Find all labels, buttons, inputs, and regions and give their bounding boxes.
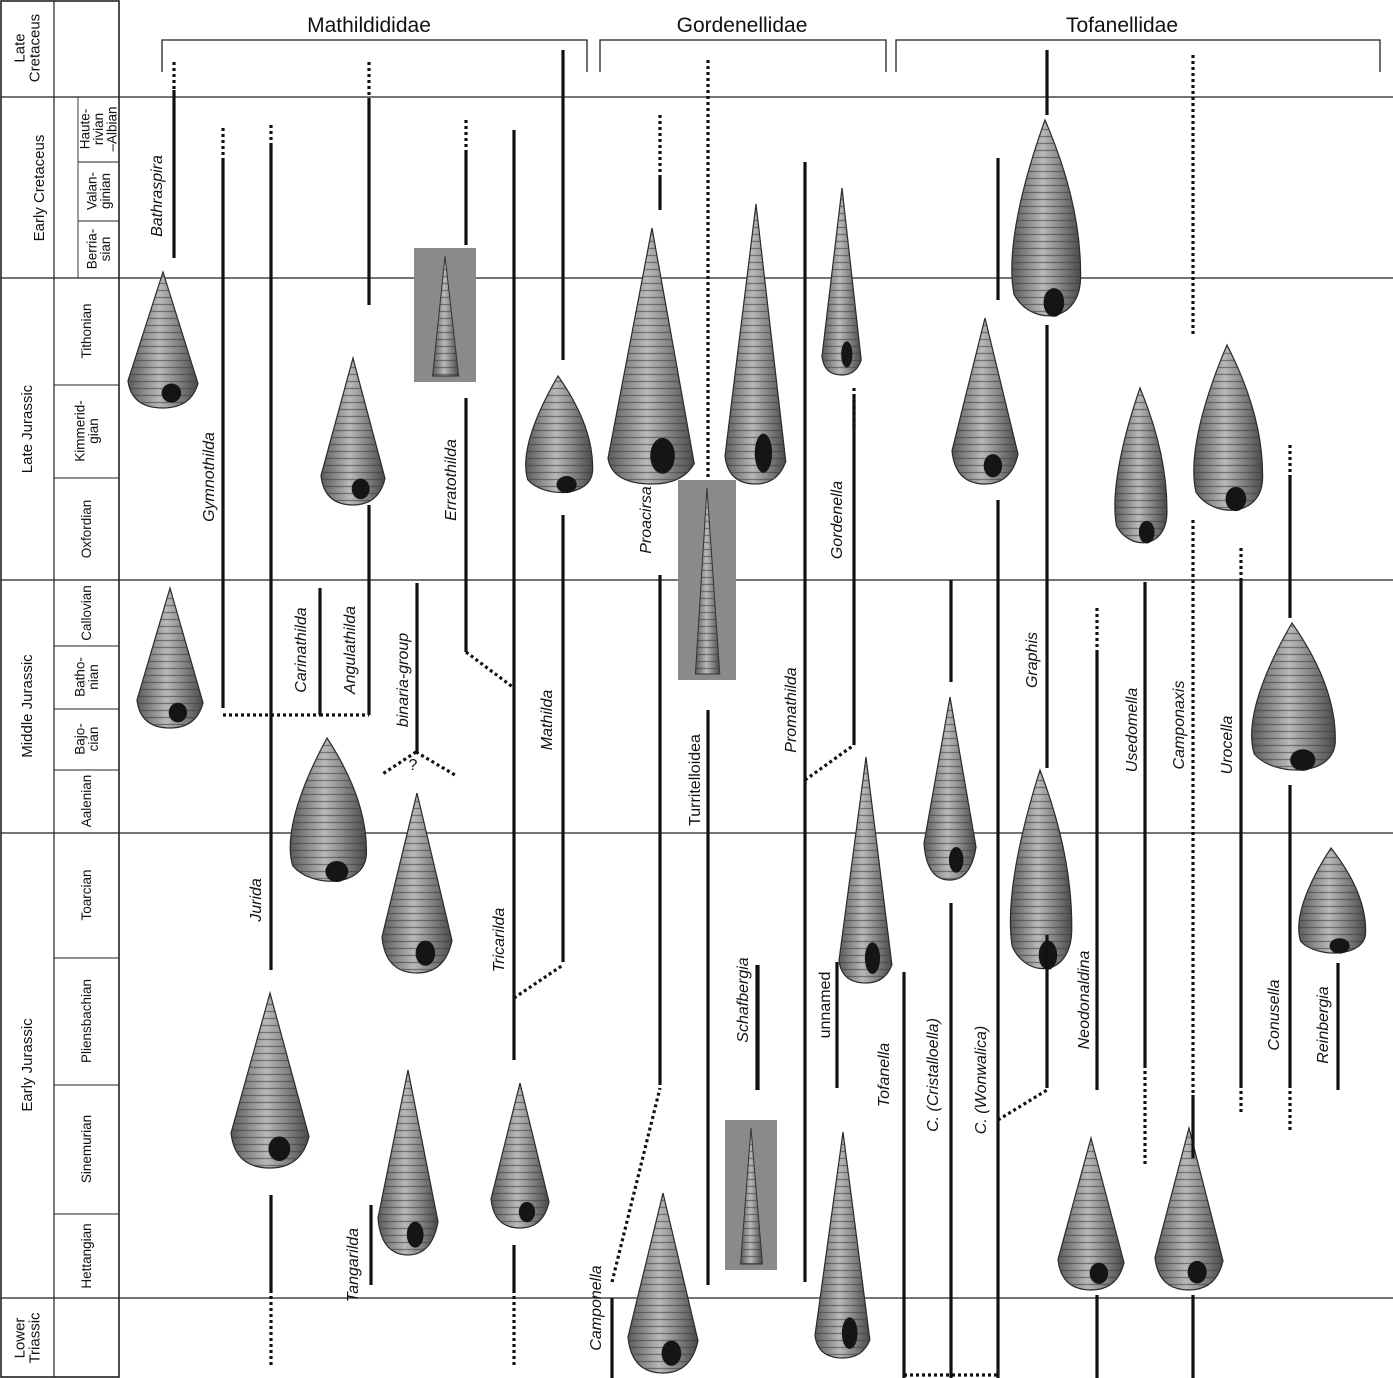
stage-label-haute-rivian-albian: Haute-rivian–Albian — [78, 106, 120, 151]
family-bracket-tofanellidae — [896, 40, 1380, 72]
taxon-label-conusella: Conusella — [1266, 979, 1283, 1050]
family-headers: Mathildididae Gordenellidae Tofanellidae — [162, 14, 1380, 72]
fossil-shell-image-28 — [1155, 1128, 1223, 1290]
fossil-shell-image-25 — [1252, 623, 1336, 771]
fossil-shell-image-7 — [382, 793, 452, 973]
fossil-shell-image-14 — [628, 1193, 698, 1373]
fossil-shell-image-26 — [1299, 848, 1366, 954]
taxon-label-tangarilda: Tangarilda — [345, 1228, 362, 1302]
fossil-shell-image-9 — [491, 1083, 549, 1228]
period-label-late-jurassic: Late Jurassic — [19, 384, 36, 473]
stage-label-callovian: Callovian — [79, 585, 94, 641]
taxon-label-promathilda: Promathilda — [783, 667, 800, 752]
stage-label-batho-nian: Batho-nian — [72, 657, 101, 697]
taxon-label-proacirsa: Proacirsa — [638, 486, 655, 554]
fossil-shell-image-13 — [678, 480, 736, 680]
fossil-shell-image-3 — [231, 993, 309, 1168]
taxon-label-carinathilda: Carinathilda — [293, 607, 310, 692]
fossil-shell-image-2 — [137, 588, 203, 728]
fossil-shell-image-15 — [725, 1120, 777, 1270]
taxon-label-c-cristalloella: C. (Cristalloella) — [925, 1018, 942, 1132]
fossil-shell-image-19 — [952, 318, 1018, 484]
taxon-label-c-wonwalica: C. (Wonwalica) — [973, 1026, 990, 1134]
taxon-label-camponella: Camponella — [588, 1265, 605, 1350]
fossil-shell-image-1 — [128, 272, 198, 408]
taxon-label-tofanella: Tofanella — [876, 1043, 893, 1107]
family-bracket-gordenellidae — [600, 40, 886, 72]
range-connector-dotted-26 — [805, 745, 854, 780]
stage-label-sinemurian: Sinemurian — [79, 1115, 94, 1183]
period-label-early-jurassic: Early Jurassic — [19, 1018, 36, 1112]
stage-label-hettangian: Hettangian — [79, 1223, 94, 1288]
taxon-label-turritelloidea: Turritelloidea — [687, 734, 704, 826]
taxon-label-erratothilda: Erratothilda — [443, 439, 460, 521]
taxon-label-jurida: Jurida — [248, 878, 265, 923]
stage-label-berria-sian: Berria-sian — [84, 229, 113, 270]
taxon-label-angulathilda: Angulathilda — [342, 606, 359, 695]
period-label-lower-triassic: LowerTriassic — [12, 1312, 44, 1364]
period-label-late-cretaceus: LateCretaceus — [12, 14, 44, 82]
stage-label-kimmerid-gian: Kimmerid-gian — [72, 400, 101, 462]
taxon-label-: ? — [409, 757, 418, 774]
family-label-tofanellidae: Tofanellidae — [1066, 14, 1178, 37]
fossil-shell-image-17 — [839, 757, 892, 983]
fossil-shell-image-27 — [1058, 1138, 1124, 1290]
fossil-shell-image-23 — [1115, 388, 1167, 544]
taxon-label-gymnothilda: Gymnothilda — [201, 432, 218, 522]
family-label-mathildididae: Mathildididae — [307, 14, 431, 37]
range-connector-dotted-23 — [416, 752, 455, 775]
fossil-shell-image-20 — [924, 697, 976, 880]
taxon-label-usedomella: Usedomella — [1124, 688, 1141, 773]
taxon-label-tricarilda: Tricarilda — [491, 908, 508, 973]
stage-label-valan-ginian: Valan-ginian — [84, 172, 113, 210]
stage-label-oxfordian: Oxfordian — [79, 500, 94, 559]
taxon-label-binaria-group: binaria-group — [395, 633, 412, 727]
range-connector-dotted-21 — [466, 652, 514, 688]
period-label-early-cretaceus: Early Cretaceus — [31, 135, 48, 242]
range-connector-dotted-24 — [514, 965, 563, 998]
taxon-label-gordenella: Gordenella — [829, 481, 846, 559]
fossil-shell-image-18 — [815, 1132, 870, 1358]
taxon-label-bathraspira: Bathraspira — [149, 155, 166, 237]
stage-labels: Haute-rivian–AlbianValan-ginianBerria-si… — [72, 106, 119, 1288]
stage-label-tithonian: Tithonian — [79, 303, 94, 358]
fossil-shell-image-22 — [1010, 770, 1071, 970]
taxon-label-graphis: Graphis — [1024, 632, 1041, 688]
family-label-gordenellidae: Gordenellidae — [677, 14, 808, 37]
taxon-label-mathilda: Mathilda — [539, 690, 556, 751]
fossil-shell-image-24 — [1194, 345, 1263, 511]
stage-label-pliensbachian: Pliensbachian — [79, 979, 94, 1063]
family-bracket-mathildididae — [162, 40, 587, 72]
stage-label-toarcian: Toarcian — [79, 869, 94, 920]
fossil-shell-image-10 — [526, 376, 593, 493]
taxon-label-camponaxis: Camponaxis — [1171, 681, 1188, 770]
fossil-shell-image-5 — [290, 738, 366, 882]
fossil-shell-image-21 — [1012, 120, 1081, 317]
taxon-label-schafbergia: Schafbergia — [735, 957, 752, 1042]
fossil-shell-image-8 — [378, 1070, 438, 1255]
taxon-label-urocella: Urocella — [1219, 716, 1236, 775]
stage-label-aalenian: Aalenian — [79, 775, 94, 828]
period-label-middle-jurassic: Middle Jurassic — [19, 654, 36, 758]
taxon-label-reinbergia: Reinbergia — [1315, 986, 1332, 1063]
stage-label-bajo-cian: Bajo-cian — [72, 723, 101, 755]
fossil-shell-image-4 — [321, 358, 385, 505]
range-connector-dotted-27 — [998, 1090, 1047, 1120]
fossil-shell-image-12 — [725, 204, 786, 484]
fossil-shell-image-6 — [414, 248, 476, 382]
fossil-shell-image-11 — [608, 228, 694, 484]
taxon-label-neodonaldina: Neodonaldina — [1076, 951, 1093, 1050]
fossil-shell-image-16 — [822, 188, 861, 375]
taxon-label-unnamed: unnamed — [817, 972, 834, 1039]
